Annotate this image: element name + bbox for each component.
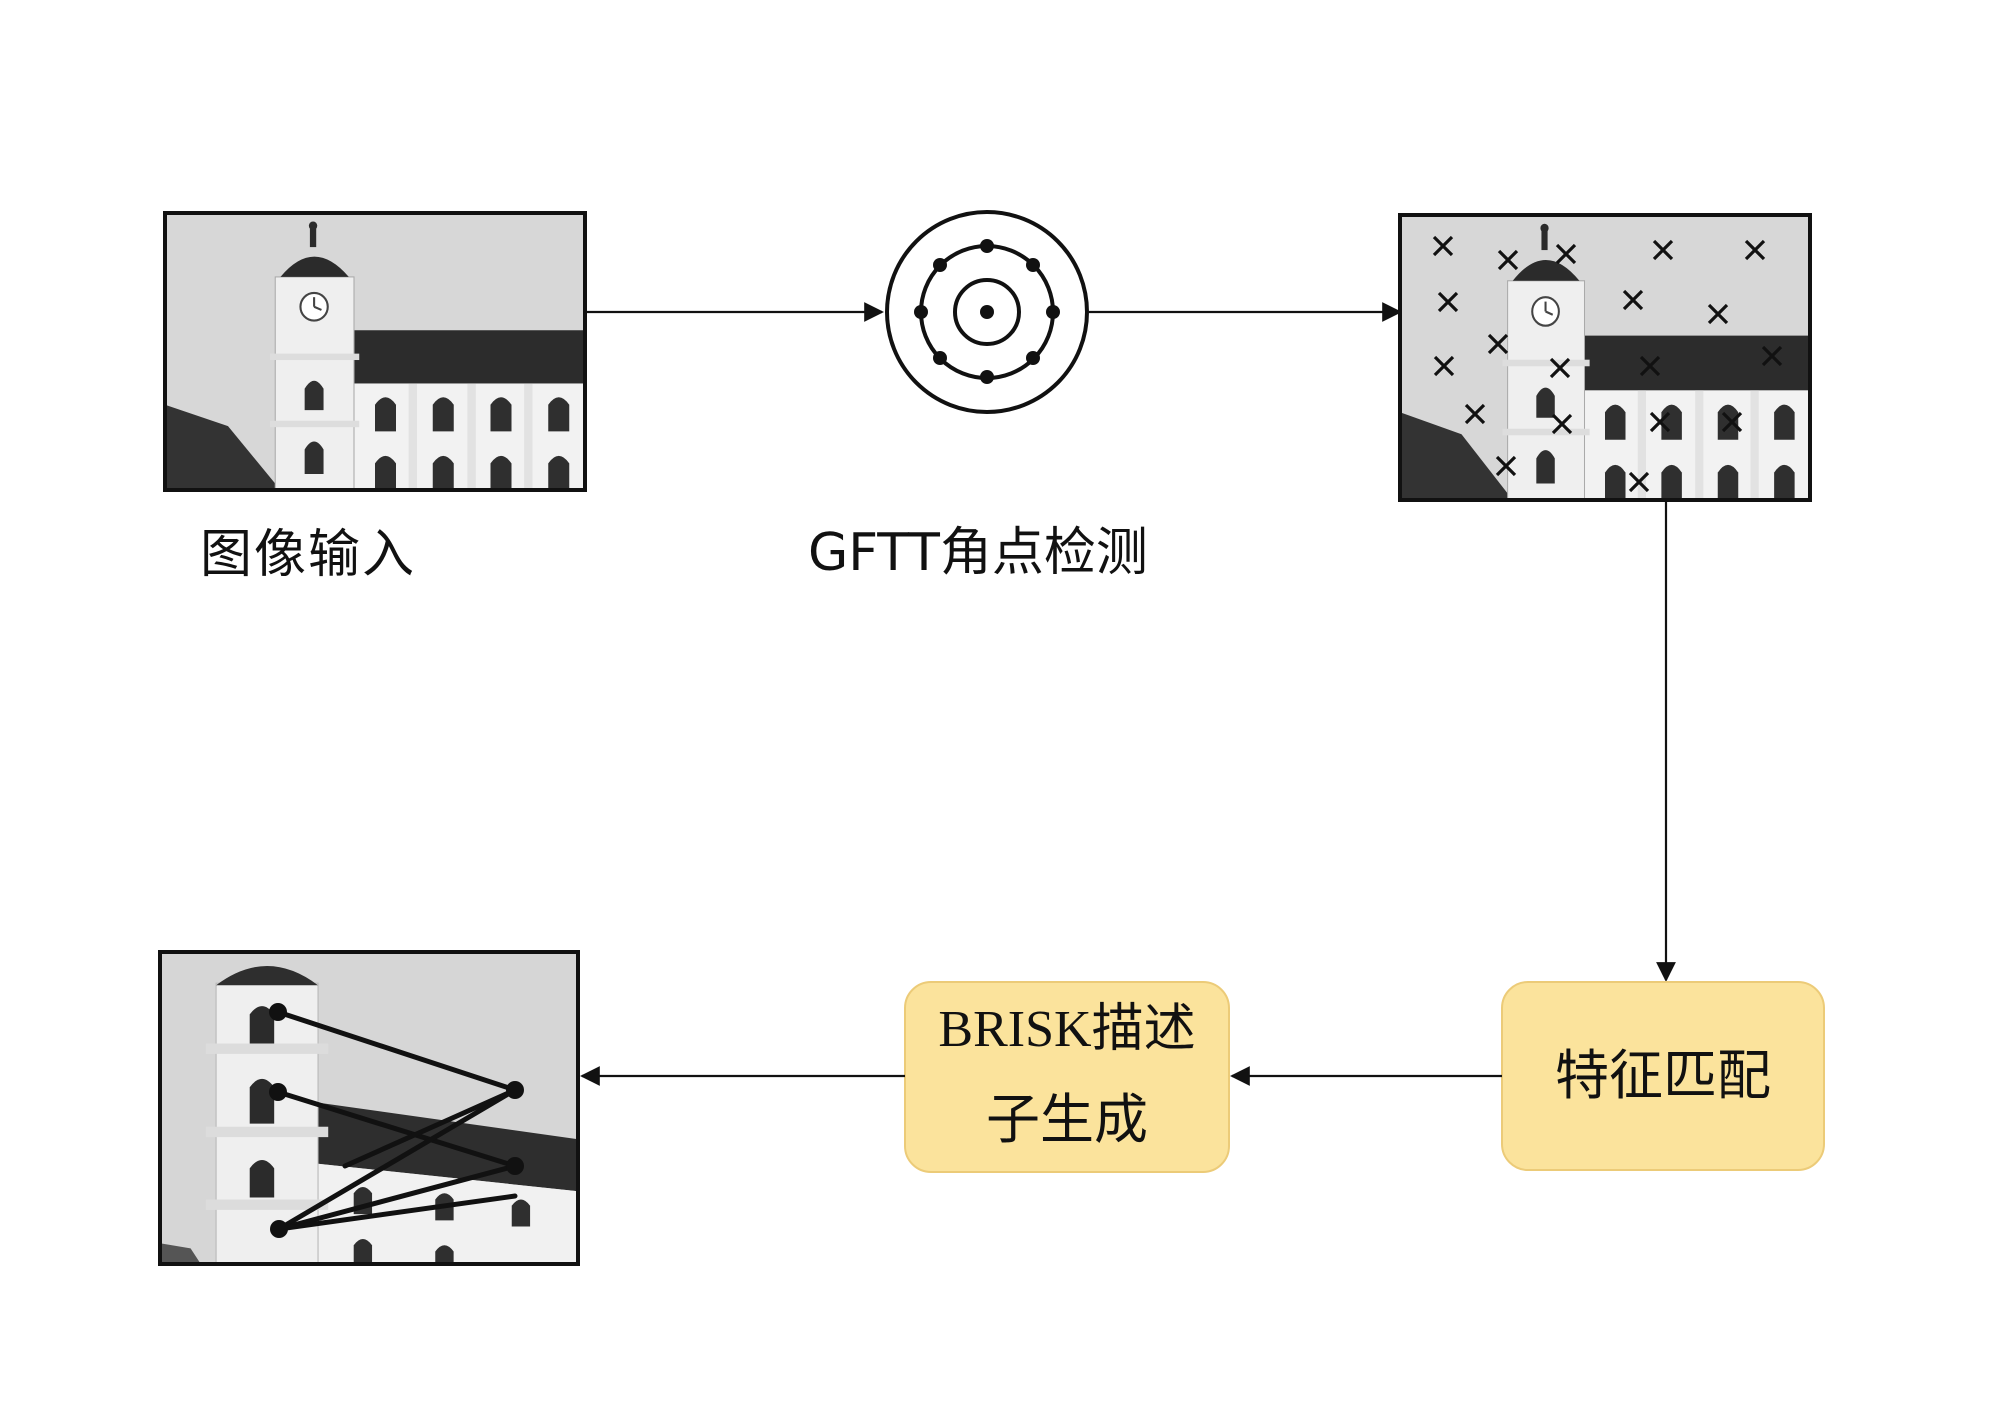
brisk-label-line2: 子生成	[986, 1088, 1148, 1151]
matching-result-image	[158, 950, 580, 1266]
input-image	[163, 211, 587, 492]
match-points	[269, 1003, 524, 1238]
gftt-label: GFTT角点检测	[808, 523, 1148, 583]
corner-markers	[1432, 235, 1783, 493]
gftt-icon	[885, 210, 1089, 414]
feature-matching-label: 特征匹配	[1555, 1044, 1771, 1107]
corner-detection-image	[1398, 213, 1812, 502]
brisk-label-line1: BRISK描述	[938, 1001, 1195, 1058]
image-input-label: 图像输入	[200, 525, 417, 585]
match-lines	[275, 1009, 518, 1232]
brisk-descriptor-box: BRISK描述 子生成	[904, 981, 1230, 1173]
feature-matching-box: 特征匹配	[1501, 981, 1825, 1171]
